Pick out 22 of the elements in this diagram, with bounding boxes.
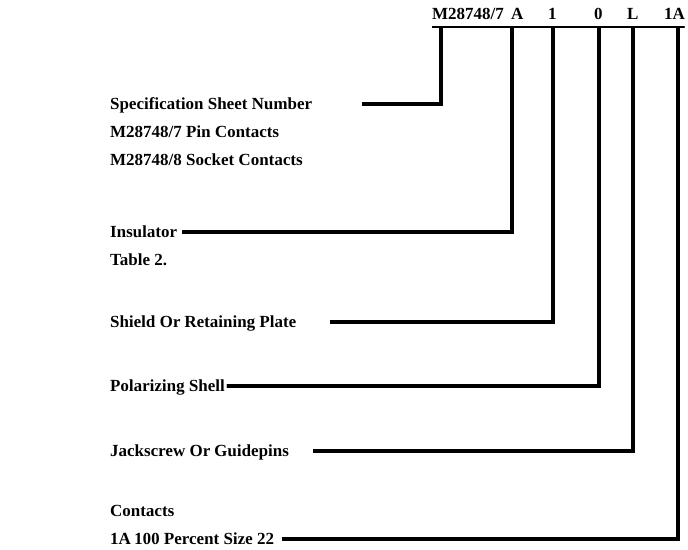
part-code: 1 bbox=[548, 2, 556, 26]
leader-line bbox=[282, 28, 680, 541]
part-code: 0 bbox=[594, 2, 602, 26]
part-code: L bbox=[627, 2, 638, 26]
field-note: M28748/8 Socket Contacts bbox=[110, 149, 303, 171]
part-code: M28748/7 bbox=[432, 2, 504, 26]
field-description: Specification Sheet Number bbox=[110, 93, 312, 115]
leader-line bbox=[362, 28, 443, 106]
leader-line bbox=[313, 28, 635, 453]
field-description: Shield Or Retaining Plate bbox=[110, 308, 296, 336]
field-description: Insulator bbox=[110, 221, 178, 243]
field-note: M28748/7 Pin Contacts bbox=[110, 121, 280, 143]
leader-line bbox=[226, 28, 601, 388]
part-code: 1A bbox=[664, 2, 685, 26]
field-description: Contacts bbox=[110, 500, 174, 522]
part-code: A bbox=[511, 2, 524, 26]
field-description: Polarizing Shell bbox=[110, 372, 225, 400]
leader-line bbox=[182, 28, 514, 234]
leader-line bbox=[330, 28, 555, 324]
field-note: 1A 100 Percent Size 22 bbox=[110, 528, 274, 550]
field-note: Table 2. bbox=[110, 249, 168, 271]
field-description: Jackscrew Or Guidepins bbox=[110, 437, 289, 465]
